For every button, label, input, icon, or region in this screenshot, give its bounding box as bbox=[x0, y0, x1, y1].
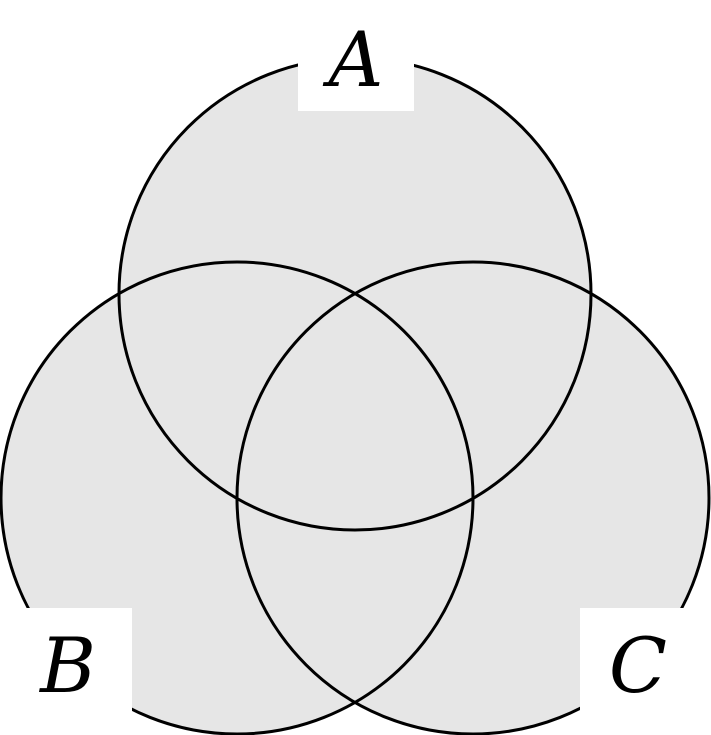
set-label-a: A bbox=[323, 15, 384, 104]
label-a-background bbox=[298, 0, 414, 111]
set-label-b: B bbox=[38, 621, 96, 710]
circle-c bbox=[235, 260, 711, 735]
label-c-background bbox=[580, 608, 711, 735]
label-b-background bbox=[0, 608, 132, 735]
circle-b bbox=[0, 260, 475, 735]
set-label-c: C bbox=[609, 621, 667, 710]
